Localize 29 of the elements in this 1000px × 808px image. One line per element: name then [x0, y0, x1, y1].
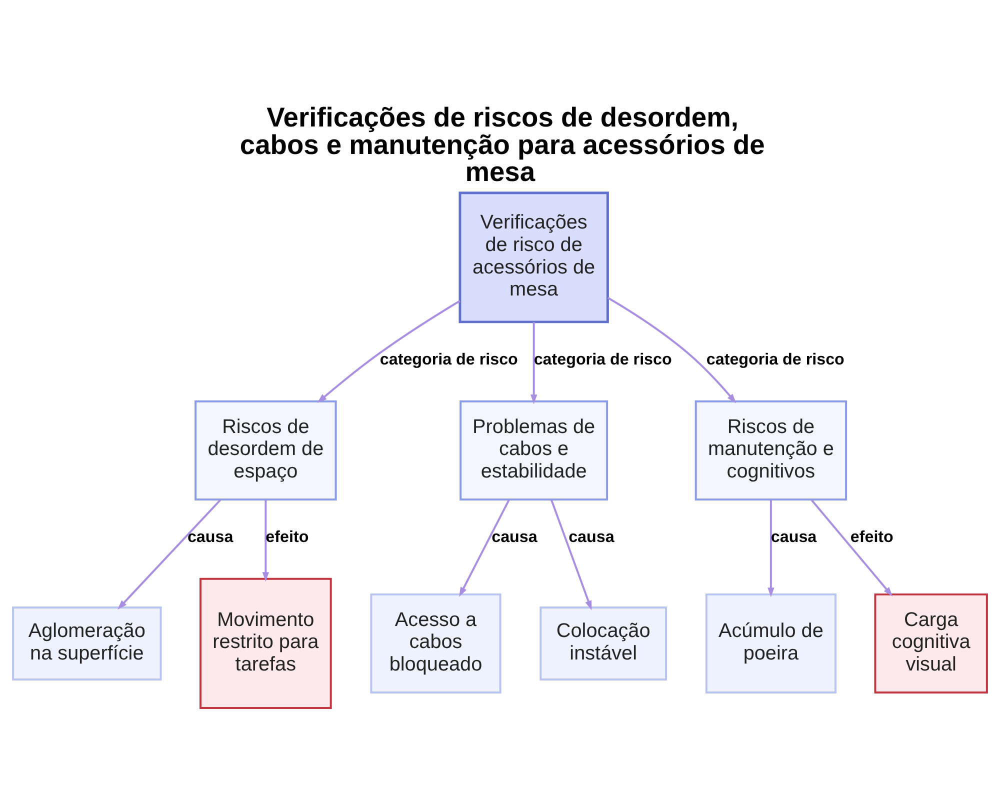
node-box: Acesso a cabos bloqueado: [370, 592, 502, 693]
node-box: Riscos de desordem de espaço: [194, 400, 337, 500]
arrow: [459, 498, 510, 596]
edge-label: categoria de risco: [534, 350, 672, 368]
node-box: Acúmulo de poeira: [705, 592, 836, 693]
arrow: [118, 498, 222, 610]
diagram-title: Verificações de riscos de desordem, cabos e manutenção para acessórios de mesa: [240, 101, 765, 187]
arrow: [262, 499, 270, 582]
node-box: Movimento restrito para tarefas: [200, 577, 332, 709]
arrow: [530, 322, 538, 404]
edge-label: causa: [568, 528, 614, 546]
node-box: Problemas de cabos e estabilidade: [460, 400, 608, 500]
node-box: Carga cognitiva visual: [874, 592, 988, 693]
arrow: [810, 498, 893, 596]
arrow: [607, 296, 736, 403]
node-box: Riscos de manutenção e cognitivos: [694, 400, 848, 500]
edge-label: causa: [187, 528, 234, 546]
edge-label: causa: [492, 528, 538, 546]
edge-label: causa: [770, 528, 817, 546]
node-box: Colocação instável: [540, 606, 668, 680]
edge-label: categoria de risco: [380, 350, 518, 368]
arrow: [317, 300, 460, 402]
edge-label: efeito: [850, 528, 894, 546]
edge-label: categoria de risco: [706, 350, 844, 368]
arrow: [768, 499, 774, 597]
node-box: Aglomeração na superfície: [12, 606, 162, 680]
node-box: Verificações de risco de acessórios de mesa: [458, 191, 609, 323]
arrow: [550, 498, 592, 610]
edge-label: efeito: [266, 528, 309, 546]
